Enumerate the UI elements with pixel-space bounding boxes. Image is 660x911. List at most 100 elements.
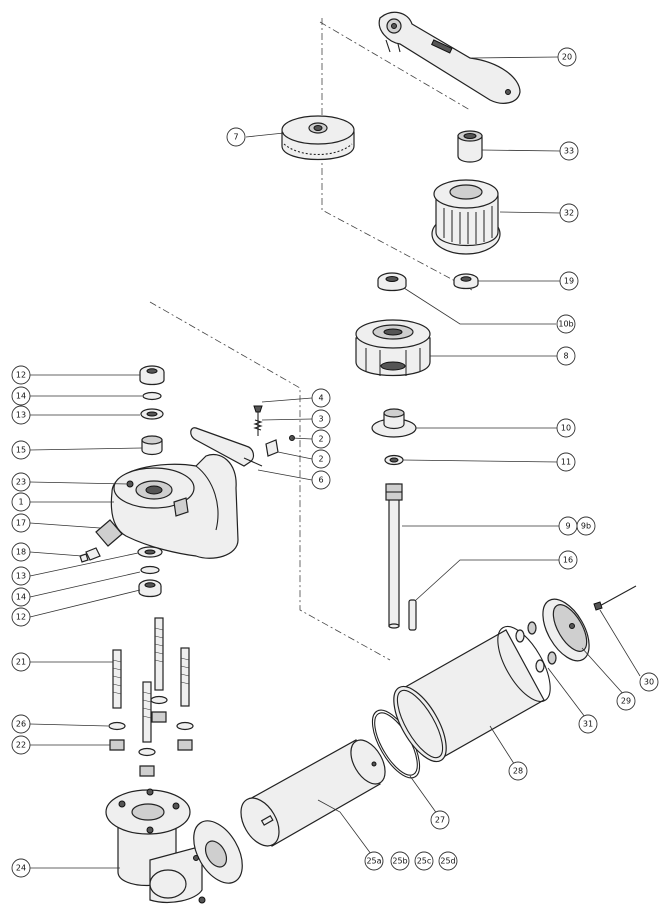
svg-text:14: 14 bbox=[16, 392, 26, 401]
svg-text:33: 33 bbox=[564, 147, 574, 156]
svg-text:23: 23 bbox=[16, 478, 26, 487]
screw-spring-pawl bbox=[253, 405, 295, 457]
end-cap-part bbox=[542, 598, 590, 662]
svg-text:25a: 25a bbox=[366, 857, 381, 866]
label-22: 22 bbox=[11, 735, 31, 755]
label-30: 30 bbox=[639, 672, 659, 692]
svg-text:2: 2 bbox=[318, 455, 323, 464]
motor-part bbox=[240, 739, 386, 847]
studs-part bbox=[108, 617, 194, 777]
svg-text:6: 6 bbox=[318, 476, 323, 485]
svg-text:8: 8 bbox=[563, 352, 568, 361]
label-2-upper: 2 bbox=[311, 429, 331, 449]
bearing-10b-part bbox=[377, 272, 407, 292]
label-23: 23 bbox=[11, 472, 31, 492]
svg-text:30: 30 bbox=[644, 678, 654, 687]
upper-left-stack bbox=[139, 365, 165, 456]
label-18: 18 bbox=[11, 542, 31, 562]
svg-text:27: 27 bbox=[435, 816, 445, 825]
label-29: 29 bbox=[616, 691, 636, 711]
label-10b: 10b bbox=[556, 314, 576, 334]
svg-text:24: 24 bbox=[16, 864, 26, 873]
ring-19-part bbox=[453, 273, 479, 290]
washers-31-part bbox=[515, 621, 557, 673]
svg-text:17: 17 bbox=[16, 519, 26, 528]
svg-text:26: 26 bbox=[16, 720, 26, 729]
handle-part bbox=[378, 11, 521, 104]
label-25a: 25a bbox=[364, 851, 384, 871]
label-24: 24 bbox=[11, 858, 31, 878]
label-2-lower: 2 bbox=[311, 449, 331, 469]
ring-11-part bbox=[384, 454, 404, 466]
label-4: 4 bbox=[311, 388, 331, 408]
svg-text:11: 11 bbox=[561, 458, 571, 467]
svg-text:4: 4 bbox=[318, 394, 323, 403]
label-14-upper: 14 bbox=[11, 386, 31, 406]
label-27: 27 bbox=[430, 810, 450, 830]
svg-text:25c: 25c bbox=[417, 857, 432, 866]
base-casting-part bbox=[110, 453, 239, 559]
label-21: 21 bbox=[11, 652, 31, 672]
svg-text:29: 29 bbox=[621, 697, 631, 706]
label-14-lower: 14 bbox=[11, 587, 31, 607]
svg-text:10: 10 bbox=[561, 424, 571, 433]
label-19: 19 bbox=[559, 271, 579, 291]
svg-text:9b: 9b bbox=[581, 522, 591, 531]
label-13-lower: 13 bbox=[11, 566, 31, 586]
tube-part bbox=[393, 625, 551, 763]
label-25c: 25c bbox=[414, 851, 434, 871]
label-17: 17 bbox=[11, 513, 31, 533]
svg-text:12: 12 bbox=[16, 613, 26, 622]
svg-text:12: 12 bbox=[16, 371, 26, 380]
label-32: 32 bbox=[559, 203, 579, 223]
label-3: 3 bbox=[311, 409, 331, 429]
bush-part bbox=[457, 130, 483, 163]
label-6: 6 bbox=[311, 470, 331, 490]
label-20: 20 bbox=[557, 47, 577, 67]
svg-text:28: 28 bbox=[513, 767, 523, 776]
key-16-part bbox=[408, 599, 417, 631]
label-13-upper: 13 bbox=[11, 405, 31, 425]
gear-ring-part bbox=[355, 319, 431, 376]
gearbox-body-part bbox=[105, 788, 243, 904]
lower-left-stack bbox=[137, 546, 163, 598]
svg-text:18: 18 bbox=[16, 548, 26, 557]
label-15: 15 bbox=[11, 440, 31, 460]
screw-30-part bbox=[593, 585, 637, 611]
svg-text:31: 31 bbox=[583, 720, 593, 729]
svg-text:3: 3 bbox=[318, 415, 323, 424]
svg-text:19: 19 bbox=[564, 277, 574, 286]
label-11: 11 bbox=[556, 452, 576, 472]
svg-text:21: 21 bbox=[16, 658, 26, 667]
assembly-axis-lines bbox=[149, 18, 473, 661]
small-pawl-part bbox=[79, 519, 123, 563]
main-shaft-part bbox=[385, 483, 403, 629]
svg-text:9: 9 bbox=[565, 522, 570, 531]
svg-text:1: 1 bbox=[18, 498, 23, 507]
svg-text:25b: 25b bbox=[392, 857, 407, 866]
top-cap-part bbox=[281, 115, 355, 160]
svg-text:2: 2 bbox=[318, 435, 323, 444]
label-12-lower: 12 bbox=[11, 607, 31, 627]
leader-lines bbox=[29, 56, 641, 869]
svg-text:20: 20 bbox=[562, 53, 572, 62]
svg-text:13: 13 bbox=[16, 572, 26, 581]
label-12-upper: 12 bbox=[11, 365, 31, 385]
svg-text:13: 13 bbox=[16, 411, 26, 420]
svg-text:14: 14 bbox=[16, 593, 26, 602]
svg-text:10b: 10b bbox=[558, 320, 573, 329]
label-33: 33 bbox=[559, 141, 579, 161]
svg-text:32: 32 bbox=[564, 209, 574, 218]
label-9b: 9b bbox=[576, 516, 596, 536]
label-25d: 25d bbox=[438, 851, 458, 871]
label-10: 10 bbox=[556, 418, 576, 438]
pawl-lever-part bbox=[190, 427, 263, 467]
label-26: 26 bbox=[11, 714, 31, 734]
label-1: 1 bbox=[11, 492, 31, 512]
label-8: 8 bbox=[556, 346, 576, 366]
svg-text:16: 16 bbox=[563, 556, 573, 565]
svg-text:25d: 25d bbox=[440, 857, 455, 866]
label-7: 7 bbox=[226, 127, 246, 147]
